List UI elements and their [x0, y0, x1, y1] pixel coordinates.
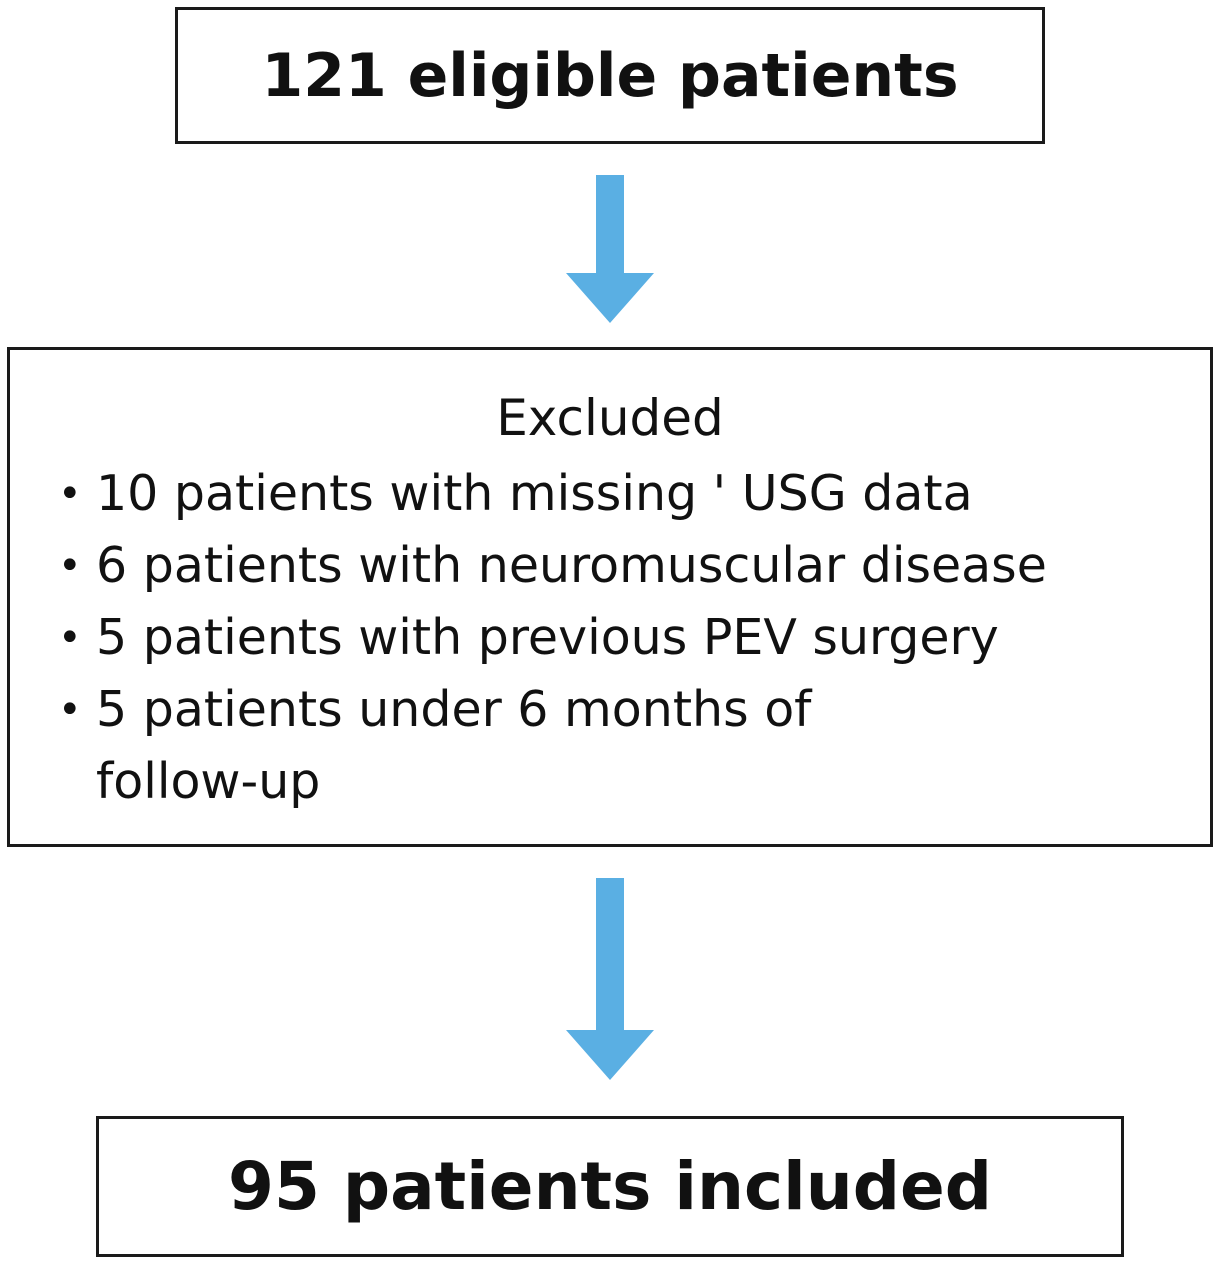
excluded-list: • 10 patients with missing ' USG data • …	[10, 458, 1200, 818]
excluded-item-text: 5 patients under 6 months of follow-up	[96, 681, 812, 810]
excluded-box: Excluded • 10 patients with missing ' US…	[7, 347, 1213, 847]
excluded-item: • 5 patients under 6 months of follow-up	[10, 674, 1200, 818]
included-patients-box: 95 patients included	[96, 1116, 1124, 1257]
excluded-item-text: 10 patients with missing ' USG data	[96, 465, 973, 522]
eligible-patients-box: 121 eligible patients	[175, 7, 1045, 144]
bullet-icon: •	[58, 543, 82, 589]
eligible-patients-label: 121 eligible patients	[261, 40, 959, 111]
bullet-icon: •	[58, 687, 82, 733]
excluded-item: • 5 patients with previous PEV surgery	[10, 602, 1200, 674]
excluded-item: • 6 patients with neuromuscular disease	[10, 530, 1200, 602]
down-arrow-icon	[566, 878, 654, 1080]
excluded-item-text: 6 patients with neuromuscular disease	[96, 537, 1047, 594]
excluded-item-text: 5 patients with previous PEV surgery	[96, 609, 999, 666]
down-arrow-icon	[566, 175, 654, 323]
excluded-item: • 10 patients with missing ' USG data	[10, 458, 1200, 530]
excluded-heading: Excluded	[496, 389, 724, 447]
included-patients-label: 95 patients included	[228, 1148, 992, 1225]
bullet-icon: •	[58, 615, 82, 661]
bullet-icon: •	[58, 471, 82, 517]
